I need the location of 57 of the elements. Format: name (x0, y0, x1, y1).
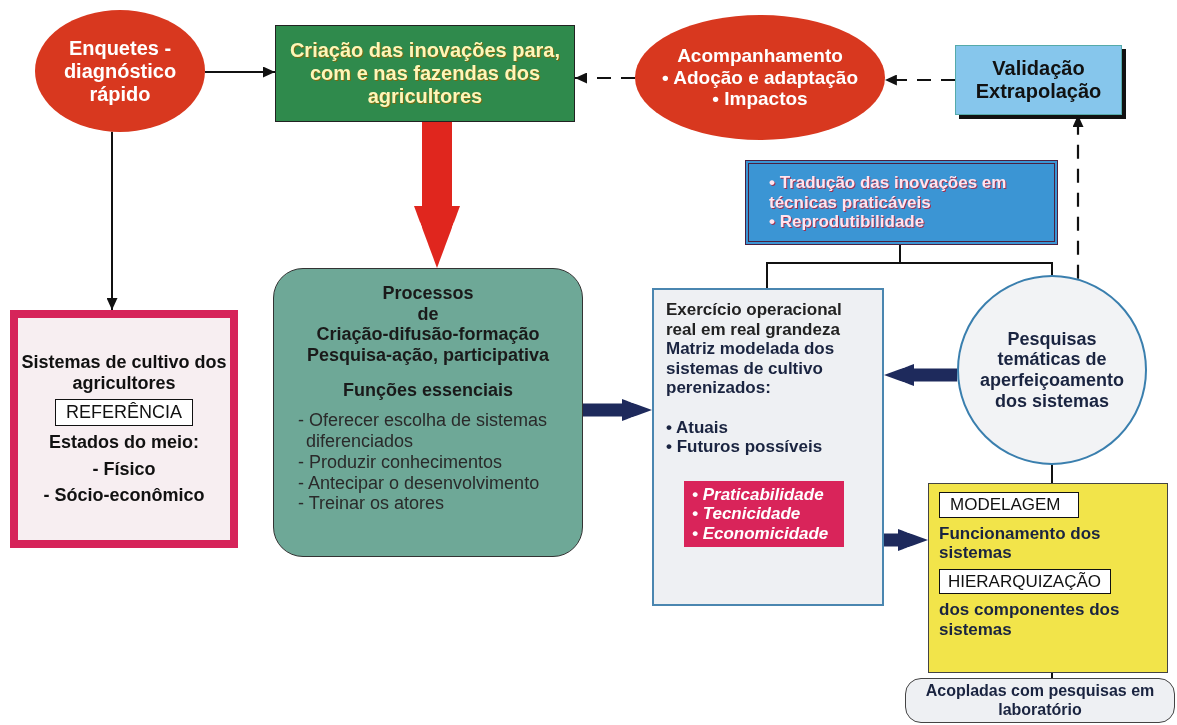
node-text: • Tecnicidade (692, 504, 802, 524)
arrow (204, 66, 276, 78)
node-text: Validação Extrapolação (974, 57, 1103, 103)
node-text: Estados do meio: (49, 432, 199, 453)
node-text: Pesquisas temáticas de aperfeiçoamento dos sistemas (980, 328, 1125, 412)
node-text: - Produzir conhecimentos (297, 451, 504, 473)
node-text: Funções essenciais (342, 379, 514, 401)
node-text: • Reprodutibilidade (769, 212, 926, 232)
node-text: • Adoção e adaptação (662, 66, 858, 89)
process-box (928, 483, 1168, 673)
reference-box (10, 310, 238, 548)
rounded-box (905, 678, 1175, 723)
connector-line (899, 244, 1053, 276)
node-text: Enquetes - diagnóstico rápido (62, 36, 178, 106)
node-text: - Oferecer escolha de sistemas diferenciados (297, 410, 549, 452)
node-text: • Tradução das inovações em técnicas praticáveis (769, 173, 1008, 213)
dashed-arrow (884, 74, 955, 86)
node-text: Funcionamento dos sistemas (939, 523, 1102, 563)
dashed-arrow (575, 72, 635, 84)
node-text: Criação-difusão-formação (316, 324, 540, 346)
node-text: de (417, 303, 439, 325)
node-text: • Futuros possíveis (666, 437, 824, 457)
node-text: Acopladas com pesquisas em laboratório (924, 682, 1156, 719)
node-text: Matriz modelada dos sistemas de cultivo perenizados: (666, 339, 836, 398)
node-text: Exercício operacional real em real grandeza (666, 300, 843, 340)
process-box (273, 268, 583, 557)
node-text: Criação das inovações para, com e nas fazendas dos agricultores (288, 39, 562, 108)
node-text: • Atuais (666, 417, 729, 438)
block-arrow (583, 399, 652, 421)
process-box (275, 25, 575, 122)
block-arrow (884, 364, 958, 386)
node-text: • Impactos (712, 88, 808, 111)
node-text: HIERARQUIZAÇÃO (948, 571, 1102, 592)
node-text: dos componentes dos sistemas (939, 600, 1121, 640)
connector-line (1051, 672, 1053, 679)
tag-box (55, 399, 193, 426)
block-arrow (414, 122, 460, 268)
node-text: REFERÊNCIA (66, 402, 182, 423)
node-text: Acompanhamento (677, 44, 843, 67)
arrow (106, 130, 118, 311)
connector-line (1051, 464, 1053, 484)
node-text: - Antecipar o desenvolvimento (297, 472, 541, 494)
process-box (652, 288, 884, 606)
tag-box (939, 568, 1111, 595)
tag-box (939, 492, 1079, 518)
node-text: Processos (382, 283, 474, 304)
node-text: • Economicidade (692, 523, 830, 544)
node-text: - Físico (92, 458, 156, 480)
process-box (745, 160, 1058, 245)
node-text: - Sócio-econômico (43, 485, 205, 507)
node-text: • Praticabilidade (692, 484, 825, 505)
highlight-box (684, 480, 844, 548)
node-text: MODELAGEM (950, 495, 1062, 515)
node-text: Sistemas de cultivo dos agricultores (20, 351, 228, 394)
node-text: - Treinar os atores (297, 493, 446, 514)
block-arrow (884, 529, 928, 551)
node-text: Pesquisa-ação, participativa (306, 345, 550, 366)
